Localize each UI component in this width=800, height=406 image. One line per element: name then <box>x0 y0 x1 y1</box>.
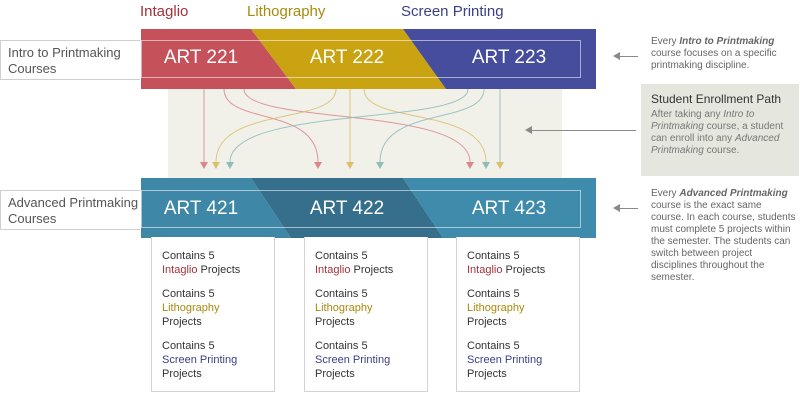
arrow-left-icon <box>525 126 532 134</box>
advanced-note: Every Advanced Printmaking course is the… <box>651 188 796 283</box>
enrollment-connector <box>223 88 319 163</box>
enrollment-connector <box>379 88 485 163</box>
course-art-222: ART 222 <box>309 47 385 68</box>
enrollment-connector <box>229 88 469 163</box>
arrow-line-bottom <box>620 208 638 209</box>
advanced-segment-1 <box>141 178 291 238</box>
row-label-advanced: Advanced Printmaking Courses <box>0 190 140 230</box>
row-label-intro: Intro to Printmaking Courses <box>0 40 140 80</box>
course-art-223: ART 223 <box>471 47 547 68</box>
advanced-courses-band <box>141 178 596 238</box>
callout-body: After taking any Intro to Printmaking co… <box>651 109 784 156</box>
arrow-down-icon <box>226 162 234 169</box>
discipline-label-intaglio: Intaglio <box>140 3 189 20</box>
enrollment-path-callout: Student Enrollment Path After taking any… <box>641 84 799 176</box>
advanced-segment-3 <box>403 178 596 238</box>
arrow-line-middle <box>532 130 636 131</box>
enrollment-connector <box>243 88 471 163</box>
course-art-421: ART 421 <box>163 198 239 219</box>
arrow-down-icon <box>376 162 384 169</box>
intaglio-segment <box>141 29 296 89</box>
arrow-down-icon <box>482 162 490 169</box>
lithography-segment <box>251 29 446 89</box>
arrow-down-icon <box>496 162 504 169</box>
intro-courses-band <box>141 29 596 89</box>
arrow-down-icon <box>346 162 354 169</box>
arrow-down-icon <box>466 162 474 169</box>
arrow-left-icon <box>613 204 620 212</box>
discipline-label-lithography: Lithography <box>247 3 326 20</box>
arrow-down-icon <box>314 162 322 169</box>
callout-title: Student Enrollment Path <box>651 92 782 106</box>
arrow-down-icon <box>200 162 208 169</box>
arrow-down-icon <box>212 162 220 169</box>
discipline-label-screen-printing: Screen Printing <box>401 3 504 20</box>
advanced-segment-2 <box>251 178 443 238</box>
enrollment-connector <box>215 88 337 163</box>
course-art-422: ART 422 <box>309 198 385 219</box>
enrollment-path-area <box>168 89 562 178</box>
intro-band-shapes <box>141 29 596 89</box>
course-art-423: ART 423 <box>471 198 547 219</box>
enrollment-connector <box>363 88 487 163</box>
intro-note: Every Intro to Printmaking course focuse… <box>651 36 777 71</box>
screen-printing-segment <box>403 29 596 89</box>
course-art-221: ART 221 <box>163 47 239 68</box>
arrow-left-icon <box>613 52 620 60</box>
arrow-line-top <box>620 56 638 57</box>
advanced-band-shapes <box>141 178 596 238</box>
